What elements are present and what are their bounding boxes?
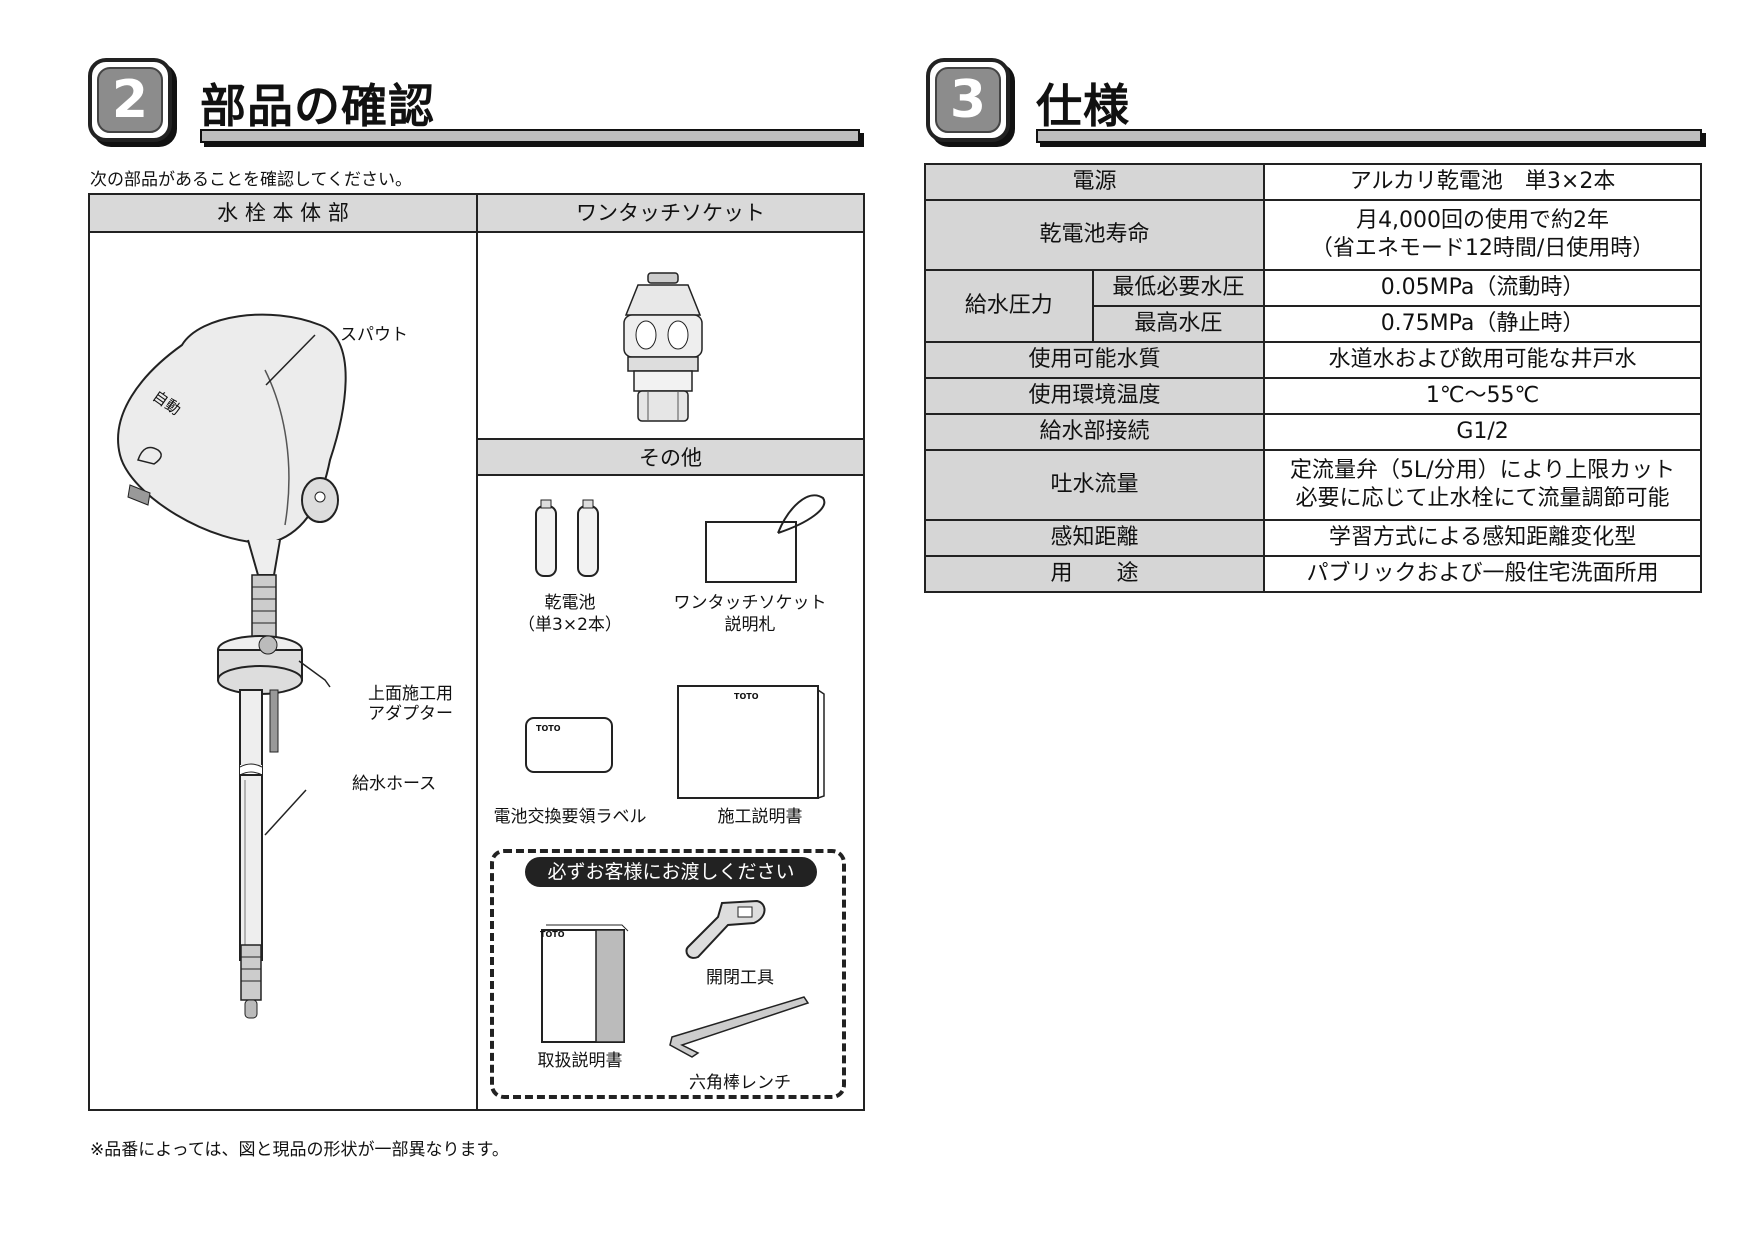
row-value: 0.75MPa（静止時） xyxy=(1263,305,1702,343)
spout-label: スパウト xyxy=(340,325,408,345)
row-value-line2: 必要に応じて止水栓にて流量調節可能 xyxy=(1295,486,1670,511)
row-label: 感知距離 xyxy=(923,519,1266,557)
table-row: 給水部接続 G1/2 xyxy=(923,413,1702,451)
socket-illustration xyxy=(623,272,703,422)
faucet-header: 水 栓 本 体 部 xyxy=(90,195,476,233)
table-row: 感知距離 学習方式による感知距離変化型 xyxy=(923,519,1702,557)
section-number-badge: 2 xyxy=(88,58,172,142)
manual-brand: TOTO xyxy=(734,692,759,701)
section-number: 3 xyxy=(935,67,1001,133)
hex-wrench-shape xyxy=(669,996,810,1058)
handover-illustration xyxy=(541,899,810,1058)
table-row: 使用可能水質 水道水および飲用可能な井戸水 xyxy=(923,341,1702,379)
row-value: 0.05MPa（流動時） xyxy=(1263,269,1702,307)
battery-label-line2: （単3×2本） xyxy=(518,615,622,635)
label-card xyxy=(525,717,613,773)
row-value-line2: （省エネモード12時間/日使用時） xyxy=(1310,236,1655,261)
handover-box xyxy=(490,849,846,1099)
socket-header: ワンタッチソケット xyxy=(478,195,863,233)
table-row: 吐水流量 定流量弁（5L/分用）により上限カット 必要に応じて止水栓にて流量調節… xyxy=(923,449,1702,521)
tag-label-line1: ワンタッチソケット xyxy=(673,593,827,613)
section-title: 部品の確認 xyxy=(200,79,435,133)
row-value-line1: 定流量弁（5L/分用）により上限カット xyxy=(1289,458,1676,483)
wrench-label: 六角棒レンチ xyxy=(689,1073,791,1093)
row-value: 1℃～55℃ xyxy=(1263,377,1702,415)
table-row: 用 途 パブリックおよび一般住宅洗面所用 xyxy=(923,555,1702,593)
table-row: 最高水圧 0.75MPa（静止時） xyxy=(925,305,1702,343)
row-value: G1/2 xyxy=(1263,413,1702,451)
battery-2 xyxy=(577,505,599,577)
tool-label: 開閉工具 xyxy=(706,968,774,988)
row-label: 乾電池寿命 xyxy=(923,199,1266,271)
battery-change-label: 電池交換要領ラベル xyxy=(493,807,647,827)
manual-sheet xyxy=(677,685,819,799)
section-title: 仕様 xyxy=(1036,79,1130,133)
row-value: アルカリ乾電池 単3×2本 xyxy=(1263,163,1702,201)
tool-shape xyxy=(685,899,766,959)
title-underline xyxy=(1036,129,1702,143)
row-value: 月4,000回の使用で約2年 （省エネモード12時間/日使用時） xyxy=(1263,199,1702,271)
battery-1 xyxy=(535,505,557,577)
row-value: パブリックおよび一般住宅洗面所用 xyxy=(1263,555,1702,593)
sub-label: 最高水圧 xyxy=(1091,305,1266,343)
section-number-badge: 3 xyxy=(926,58,1010,142)
handover-title: 必ずお客様にお渡しください xyxy=(525,857,817,887)
table-row: 電源 アルカリ乾電池 単3×2本 xyxy=(923,163,1702,201)
title-underline xyxy=(200,129,860,143)
divider xyxy=(476,193,478,1111)
row-label: 電源 xyxy=(923,163,1266,201)
row-label: 給水圧力 xyxy=(924,269,1094,343)
hose-label: 給水ホース xyxy=(352,774,437,794)
row-value: 定流量弁（5L/分用）により上限カット 必要に応じて止水栓にて流量調節可能 xyxy=(1263,449,1702,521)
section-number: 2 xyxy=(97,67,163,133)
row-label: 使用可能水質 xyxy=(923,341,1266,379)
instruction-text: 次の部品があることを確認してください。 xyxy=(90,170,412,190)
battery-label-line1: 乾電池 xyxy=(544,593,596,613)
row-label: 使用環境温度 xyxy=(923,377,1266,415)
user-manual-label: 取扱説明書 xyxy=(537,1051,623,1071)
faucet-illustration xyxy=(117,313,347,1019)
adapter-label-line2: アダプター xyxy=(368,704,453,724)
row-label: 用 途 xyxy=(923,555,1266,593)
row-label: 吐水流量 xyxy=(923,449,1266,521)
label-brand: TOTO xyxy=(536,724,561,733)
row-value: 水道水および飲用可能な井戸水 xyxy=(1263,341,1702,379)
other-header: その他 xyxy=(478,438,863,476)
adapter-label-line1: 上面施工用 xyxy=(368,684,453,704)
user-manual-brand: TOTO xyxy=(540,930,565,939)
tag-label-line2: 説明札 xyxy=(724,615,776,635)
table-row: 乾電池寿命 月4,000回の使用で約2年 （省エネモード12時間/日使用時） xyxy=(923,199,1702,271)
footnote: ※品番によっては、図と現品の形状が一部異なります。 xyxy=(90,1140,509,1160)
spec-table: 電源 アルカリ乾電池 単3×2本 乾電池寿命 月4,000回の使用で約2年 （省… xyxy=(923,163,1702,593)
install-manual-label: 施工説明書 xyxy=(717,807,803,827)
sub-label: 最低必要水圧 xyxy=(1091,269,1266,307)
table-row: 給水圧力 最低必要水圧 0.05MPa（流動時） xyxy=(924,269,1702,343)
table-row: 使用環境温度 1℃～55℃ xyxy=(923,377,1702,415)
row-value: 学習方式による感知距離変化型 xyxy=(1263,519,1702,557)
row-label: 給水部接続 xyxy=(923,413,1266,451)
row-value-line1: 月4,000回の使用で約2年 xyxy=(1356,208,1610,233)
others-illustration xyxy=(525,494,826,799)
